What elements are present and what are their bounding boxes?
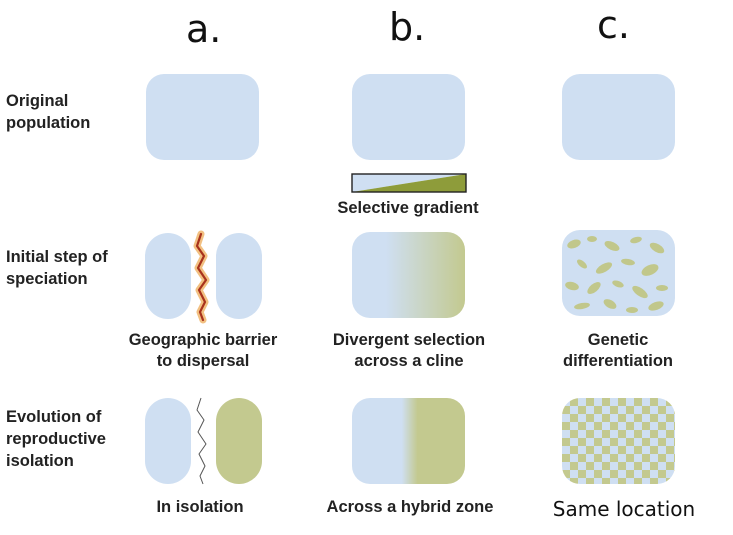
genetic-differentiation-population (562, 230, 675, 316)
selective-gradient-bar (351, 173, 467, 193)
caption-hybrid-zone: Across a hybrid zone (326, 498, 494, 516)
original-population-a (146, 74, 259, 160)
column-label-b: b. (389, 5, 426, 49)
row-label-original-population: Original population (6, 92, 91, 132)
cline-population (352, 232, 465, 318)
original-population-c (562, 74, 675, 160)
column-label-a: a. (186, 7, 222, 51)
faded-barrier-icon (196, 397, 207, 485)
differentiation-patches-icon (565, 236, 668, 313)
population-a-left-half (145, 233, 191, 319)
population-a-right-half (216, 233, 262, 319)
caption-divergent-selection: Divergent selection across a cline (332, 331, 486, 370)
column-label-c: c. (597, 3, 630, 47)
caption-genetic-differentiation: Genetic differentiation (563, 331, 673, 370)
caption-geographic-barrier: Geographic barrier to dispersal (128, 331, 278, 370)
hybrid-zone-population (352, 398, 465, 484)
same-location-population (562, 398, 675, 484)
caption-same-location: Same location (552, 497, 696, 521)
geographic-barrier-icon (193, 230, 210, 324)
population-a-isolated-green (216, 398, 262, 484)
population-a-isolated-blue (145, 398, 191, 484)
row-label-evolution-of-isolation: Evolution of reproductive isolation (6, 408, 106, 470)
caption-in-isolation: In isolation (156, 498, 244, 516)
original-population-b (352, 74, 465, 160)
row-label-initial-step: Initial step of speciation (6, 248, 108, 288)
caption-selective-gradient: Selective gradient (337, 199, 479, 217)
